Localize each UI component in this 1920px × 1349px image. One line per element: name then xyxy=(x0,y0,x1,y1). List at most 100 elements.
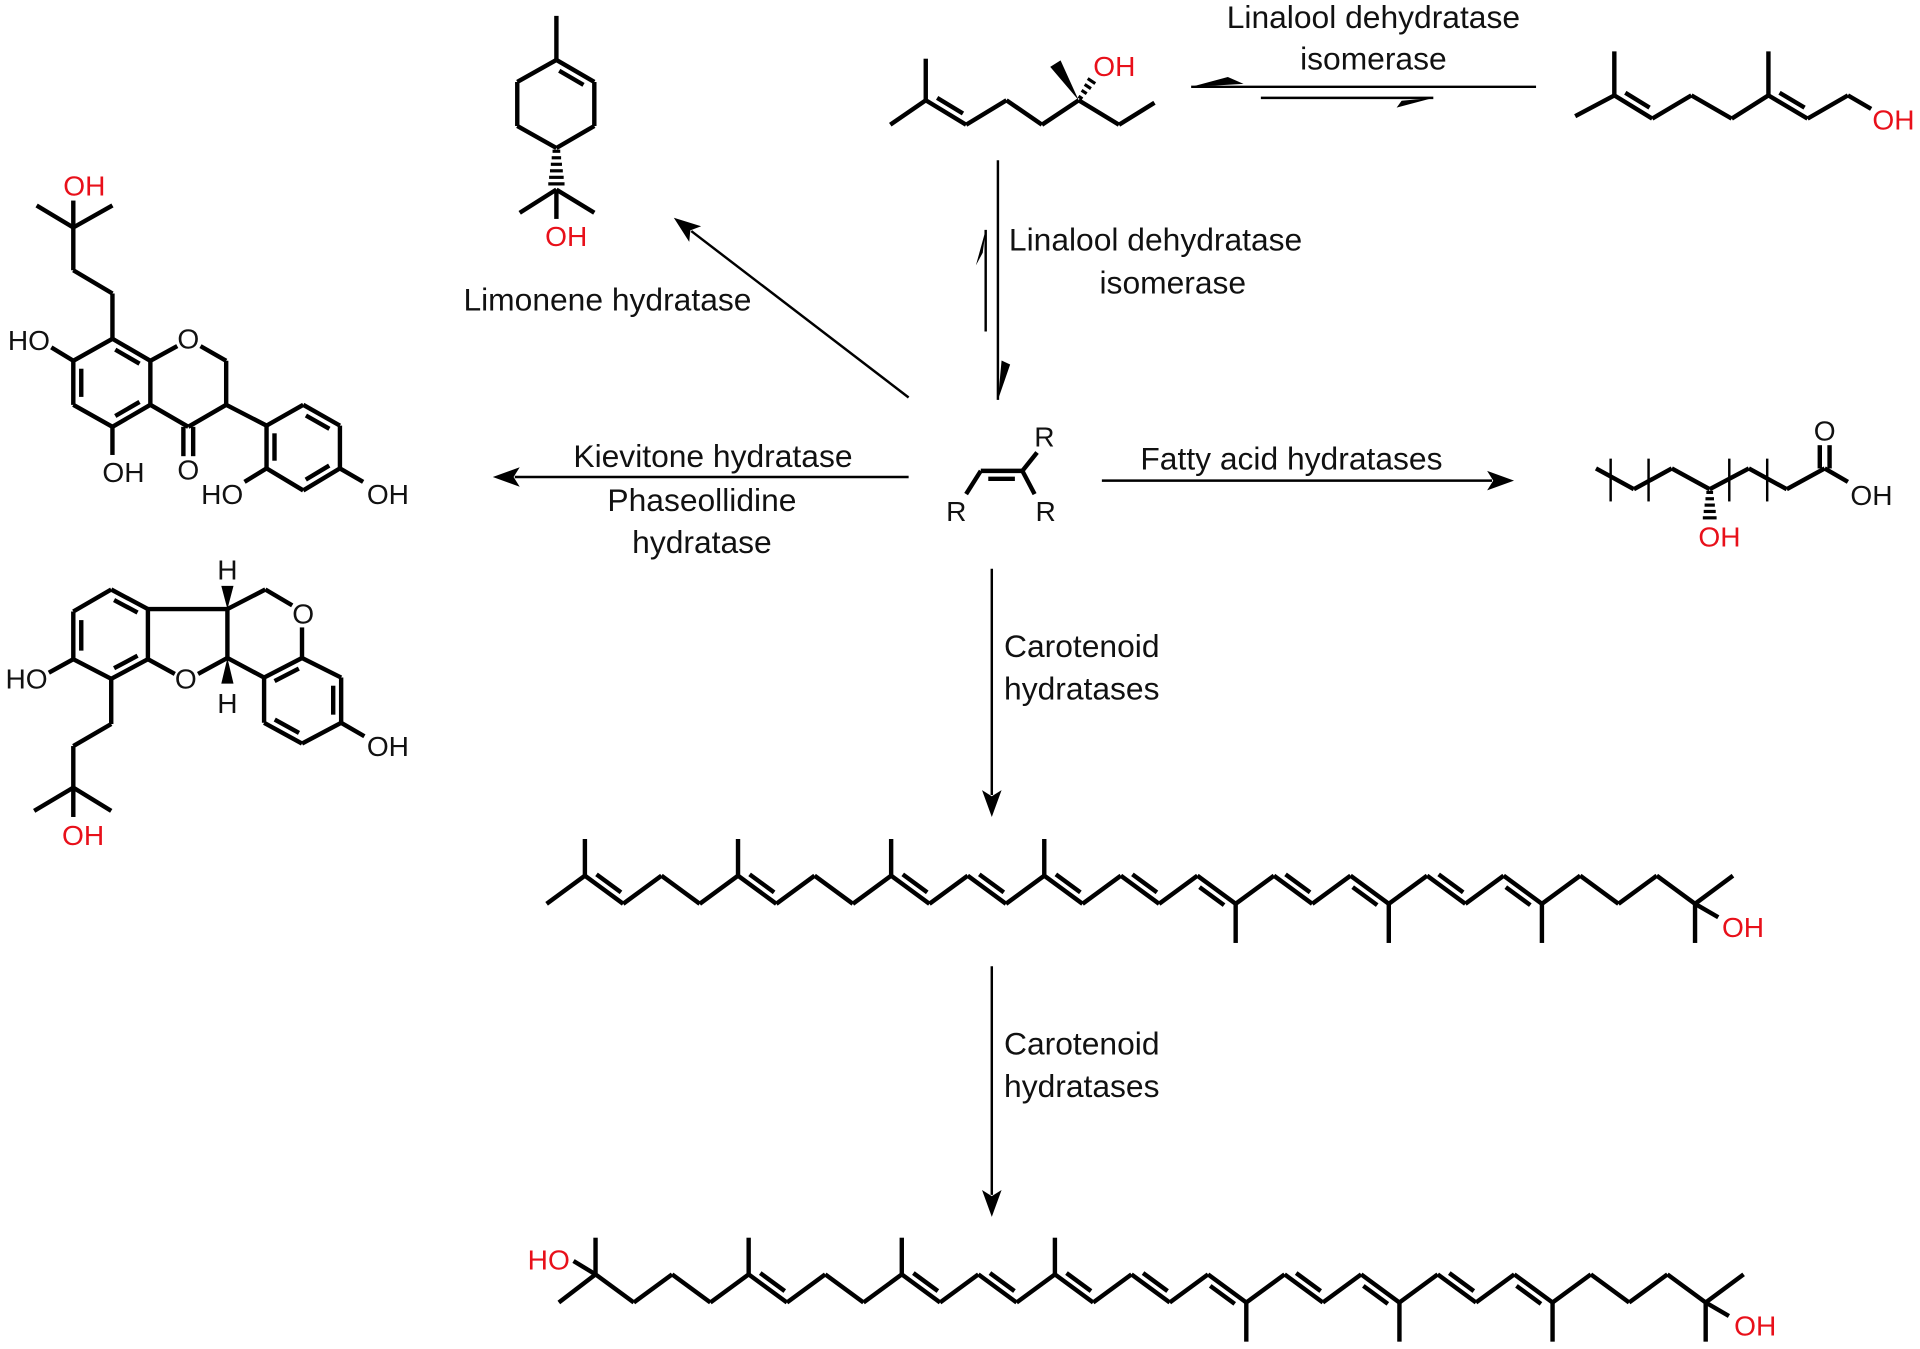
bond xyxy=(1040,98,1080,127)
bond xyxy=(1627,1272,1669,1305)
bond xyxy=(1398,1272,1440,1305)
bond xyxy=(1704,1300,1731,1318)
bond xyxy=(670,1272,712,1305)
double-bond-line xyxy=(1208,1284,1237,1306)
bond xyxy=(35,203,75,230)
label-linalool-dehydratase-top: Linalool dehydratase xyxy=(1227,0,1520,35)
isoflavanone-oh-top: OH xyxy=(63,171,105,202)
hashed-bond xyxy=(1077,94,1084,101)
isoflavanone-ring-o: O xyxy=(177,324,199,355)
bond xyxy=(698,873,740,906)
bond xyxy=(518,187,558,215)
isoflavanone-ho-7: HO xyxy=(8,325,50,356)
double-bond-line xyxy=(273,666,300,684)
bond xyxy=(302,402,342,428)
carotenoid-mono-oh: OH xyxy=(1722,912,1764,943)
double-bond-line xyxy=(1131,872,1159,895)
label-isomerase-side: isomerase xyxy=(1100,265,1247,301)
bond xyxy=(813,873,855,906)
double-bond-line xyxy=(1284,872,1312,895)
double-bond-line xyxy=(114,400,141,418)
double-bond-line xyxy=(1362,1284,1390,1306)
bond xyxy=(1091,1272,1133,1305)
bond xyxy=(226,587,267,612)
bond xyxy=(1042,873,1084,906)
bond xyxy=(1196,873,1237,906)
bond xyxy=(1594,466,1635,492)
bond xyxy=(47,657,75,675)
bond xyxy=(572,1259,597,1277)
double-bond-line xyxy=(1504,885,1532,907)
double-bond-line xyxy=(912,1271,940,1293)
double-bond-line xyxy=(1515,1284,1543,1306)
bond xyxy=(1359,1272,1401,1305)
label-phaseollidine: Phaseollidine xyxy=(607,482,796,518)
bond xyxy=(1020,469,1037,496)
bond xyxy=(338,466,365,484)
bond xyxy=(938,1272,980,1305)
bond xyxy=(263,720,304,746)
bond xyxy=(50,345,75,363)
bond xyxy=(709,1272,750,1305)
bond xyxy=(1512,1272,1554,1305)
bond xyxy=(1157,873,1199,906)
wedge-bond xyxy=(221,585,234,610)
bond xyxy=(774,873,816,906)
double-bond-line xyxy=(1141,1271,1169,1293)
arrow-limonene-hydratase xyxy=(690,230,910,399)
bond xyxy=(1693,873,1735,906)
bond xyxy=(1655,873,1697,906)
bond xyxy=(889,873,931,906)
label-limonene-hydratase: Limonene hydratase xyxy=(463,282,751,318)
bond xyxy=(1425,873,1467,906)
bond xyxy=(146,657,176,676)
bond xyxy=(72,402,114,429)
carotenoid-di-ho: HO xyxy=(528,1245,570,1276)
label-carotenoid-2: Carotenoid xyxy=(1004,1025,1159,1061)
alkene-r-top: R xyxy=(1034,421,1054,452)
double-bond-line xyxy=(1351,885,1379,907)
double-bond-line xyxy=(901,872,929,895)
bond xyxy=(187,402,228,429)
bond xyxy=(1670,466,1711,492)
double-bond-line xyxy=(758,1271,787,1293)
bond xyxy=(785,1272,827,1305)
double-bond-line xyxy=(1294,1271,1322,1293)
bond xyxy=(747,1272,789,1305)
bond xyxy=(1272,873,1314,906)
bond xyxy=(1666,1272,1707,1305)
bond xyxy=(33,785,75,813)
double-bond-line xyxy=(113,653,139,671)
wedge-bond xyxy=(1050,60,1079,101)
bond xyxy=(1632,466,1673,492)
arrow-kievitone-hydratase-head xyxy=(492,467,520,487)
bond xyxy=(862,1272,904,1305)
label-isomerase-top: isomerase xyxy=(1300,41,1447,77)
bond xyxy=(1540,873,1582,906)
bond xyxy=(545,873,587,906)
double-bond-line xyxy=(935,96,965,116)
bond xyxy=(1704,1272,1745,1305)
arrow-fatty-acid-hydratases-head xyxy=(1487,470,1515,491)
bond xyxy=(1283,1272,1325,1305)
hashed-bond xyxy=(1086,77,1097,85)
bond xyxy=(1730,93,1770,121)
bond xyxy=(226,656,266,680)
bond xyxy=(265,402,305,428)
pterocarpan-h-top: H xyxy=(217,555,237,586)
bond xyxy=(111,336,152,363)
bond xyxy=(72,336,114,363)
arrow-carotenoid-hydratases-1-head xyxy=(982,790,1002,817)
label-kievitone-hydratase: Kievitone hydratase xyxy=(573,438,852,474)
bond xyxy=(1823,466,1850,484)
geraniol-oh: OH xyxy=(1872,105,1914,136)
double-bond-line xyxy=(988,1271,1016,1293)
bond xyxy=(964,98,1008,127)
pterocarpan-furan-o: O xyxy=(175,664,197,695)
double-bond-line xyxy=(558,68,585,87)
double-bond-line xyxy=(1624,90,1651,110)
bond xyxy=(557,1272,597,1305)
double-bond-line xyxy=(113,598,139,615)
double-bond-line xyxy=(1198,885,1226,907)
